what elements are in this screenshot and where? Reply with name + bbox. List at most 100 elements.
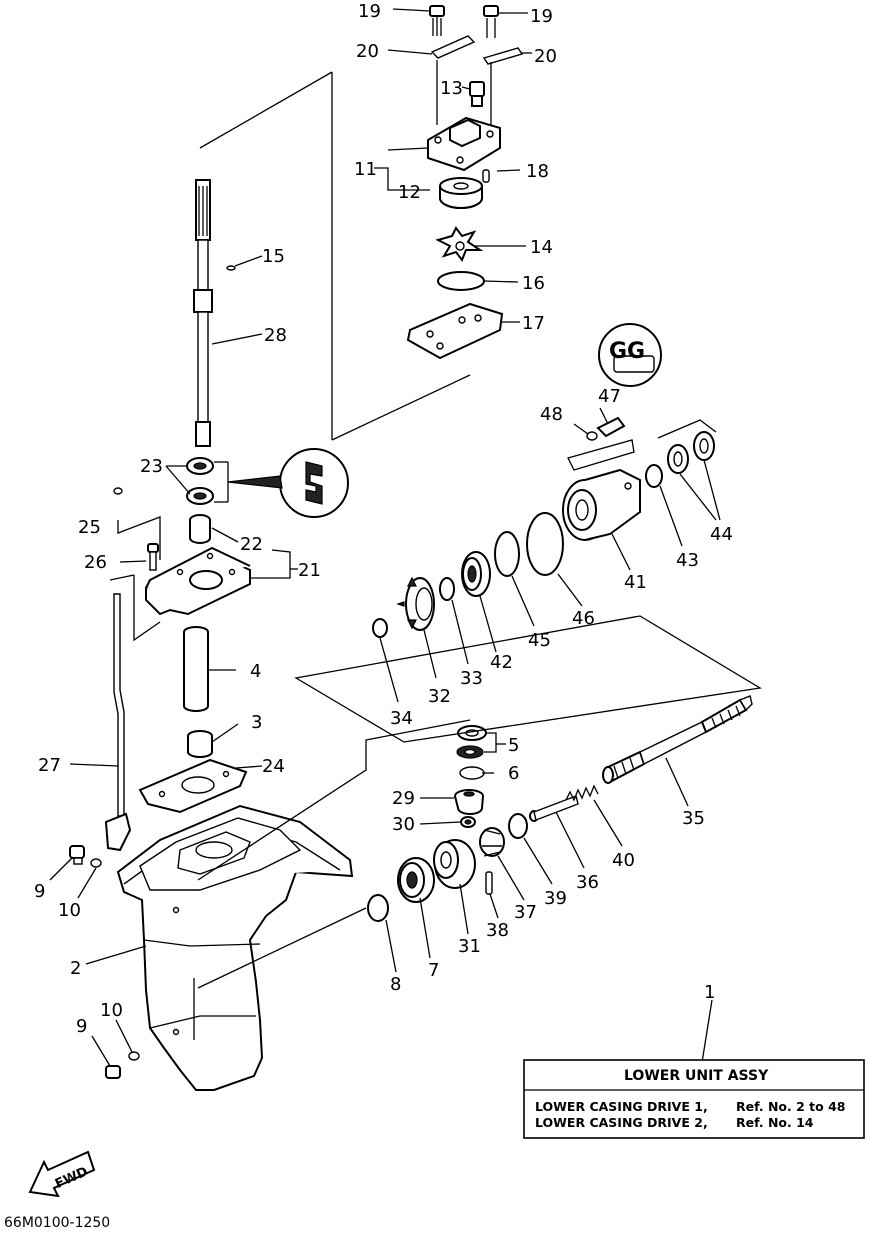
label-22: 22: [240, 534, 263, 555]
label-32: 32: [428, 686, 451, 707]
label-1: 1: [704, 982, 715, 1003]
propeller-shaft-35: [602, 695, 753, 784]
pin-38: [485, 871, 493, 895]
o-ring-46: [526, 512, 564, 576]
shift-rod-27: [104, 593, 132, 852]
label-18: 18: [526, 161, 549, 182]
label-16: 16: [522, 273, 545, 294]
label-21: 21: [298, 560, 321, 581]
label-41: 41: [624, 572, 647, 593]
circlip-34: [372, 618, 388, 638]
bolt-26: [147, 543, 159, 571]
key-15: [226, 265, 236, 271]
impeller-14: [435, 226, 484, 263]
bearing-42: [461, 551, 491, 597]
legend-title: LOWER UNIT ASSY: [624, 1068, 769, 1084]
label-13: 13: [440, 78, 463, 99]
shift-plunger-36: [529, 795, 579, 822]
bolt-13: [469, 81, 485, 107]
o-ring-45: [494, 531, 520, 577]
label-2: 2: [70, 958, 81, 979]
label-7: 7: [428, 960, 439, 981]
label-30: 30: [392, 814, 415, 835]
label-24: 24: [262, 756, 285, 777]
nut-30: [460, 816, 476, 828]
label-20b: 20: [534, 46, 557, 67]
label-47: 47: [598, 386, 621, 407]
label-33: 33: [460, 668, 483, 689]
label-3: 3: [251, 712, 262, 733]
rear-group: GG: [372, 323, 717, 638]
gasket-24: [138, 758, 248, 814]
pin-25: [113, 487, 123, 495]
o-ring-16: [437, 271, 485, 291]
forward-gear-31: [433, 839, 476, 889]
label-27: 27: [38, 755, 61, 776]
bolt-47: [596, 416, 626, 438]
water-pump-group: [406, 5, 524, 360]
drive-shaft-group: [186, 71, 471, 544]
bolt-19-right: [483, 5, 499, 38]
label-17: 17: [522, 313, 545, 334]
label-44: 44: [710, 524, 733, 545]
dog-clutch-37: [479, 827, 505, 857]
screw-9-upper: [69, 845, 85, 865]
label-48: 48: [540, 404, 563, 425]
label-10a: 10: [58, 900, 81, 921]
label-37: 37: [514, 902, 537, 923]
label-31: 31: [458, 936, 481, 957]
label-20a: 20: [356, 41, 379, 62]
legend-row-1-ref: Ref. No. 2 to 48: [736, 1099, 845, 1114]
label-29: 29: [392, 788, 415, 809]
grease-gg-circle: GG: [598, 323, 662, 387]
reverse-gear-32: [396, 576, 435, 631]
label-9a: 9: [34, 881, 45, 902]
label-40: 40: [612, 850, 635, 871]
legend-box: LOWER UNIT ASSY LOWER CASING DRIVE 1, Re…: [523, 1059, 865, 1139]
label-34: 34: [390, 708, 413, 729]
bearing-43: [645, 464, 663, 488]
washer-48: [586, 431, 598, 441]
label-46: 46: [572, 608, 595, 629]
legend-row-2-ref: Ref. No. 14: [736, 1115, 814, 1130]
label-45: 45: [528, 630, 551, 651]
washer-10-lower: [128, 1051, 140, 1061]
collar-3: [187, 730, 213, 758]
label-15: 15: [262, 246, 285, 267]
sleeve-4: [183, 626, 209, 712]
label-8: 8: [390, 974, 401, 995]
label-39: 39: [544, 888, 567, 909]
pin-18: [482, 169, 490, 183]
label-25: 25: [78, 517, 101, 538]
shim-6: [459, 766, 485, 780]
label-19b: 19: [530, 6, 553, 27]
bolt-19-left: [429, 5, 445, 36]
shim-8: [367, 894, 389, 922]
diagram-code: 66M0100-1250: [4, 1215, 110, 1230]
plate-20-left: [430, 35, 476, 59]
screw-9-lower: [105, 1065, 121, 1079]
legend-row-2-name: LOWER CASING DRIVE 2,: [535, 1115, 708, 1130]
outer-plate-17: [406, 302, 504, 360]
plate-20-right: [482, 47, 524, 65]
leader-lines: [49, 8, 721, 1101]
label-19a: 19: [358, 1, 381, 22]
grease-gg-label: GG: [609, 339, 645, 364]
insert-cartridge-12: [439, 177, 483, 209]
bearing-7: [397, 857, 435, 903]
clip-39: [508, 813, 528, 839]
shim-33: [439, 577, 455, 601]
oil-seal-44: [667, 431, 715, 474]
label-42: 42: [490, 652, 513, 673]
label-38: 38: [486, 920, 509, 941]
label-12: 12: [398, 182, 421, 203]
label-36: 36: [576, 872, 599, 893]
label-4: 4: [250, 661, 261, 682]
label-43: 43: [676, 550, 699, 571]
label-23: 23: [140, 456, 163, 477]
spring-40: [565, 784, 599, 802]
label-6: 6: [508, 763, 519, 784]
drive-shaft-housing-21: [145, 546, 251, 616]
lower-casing-2: [69, 804, 354, 1091]
